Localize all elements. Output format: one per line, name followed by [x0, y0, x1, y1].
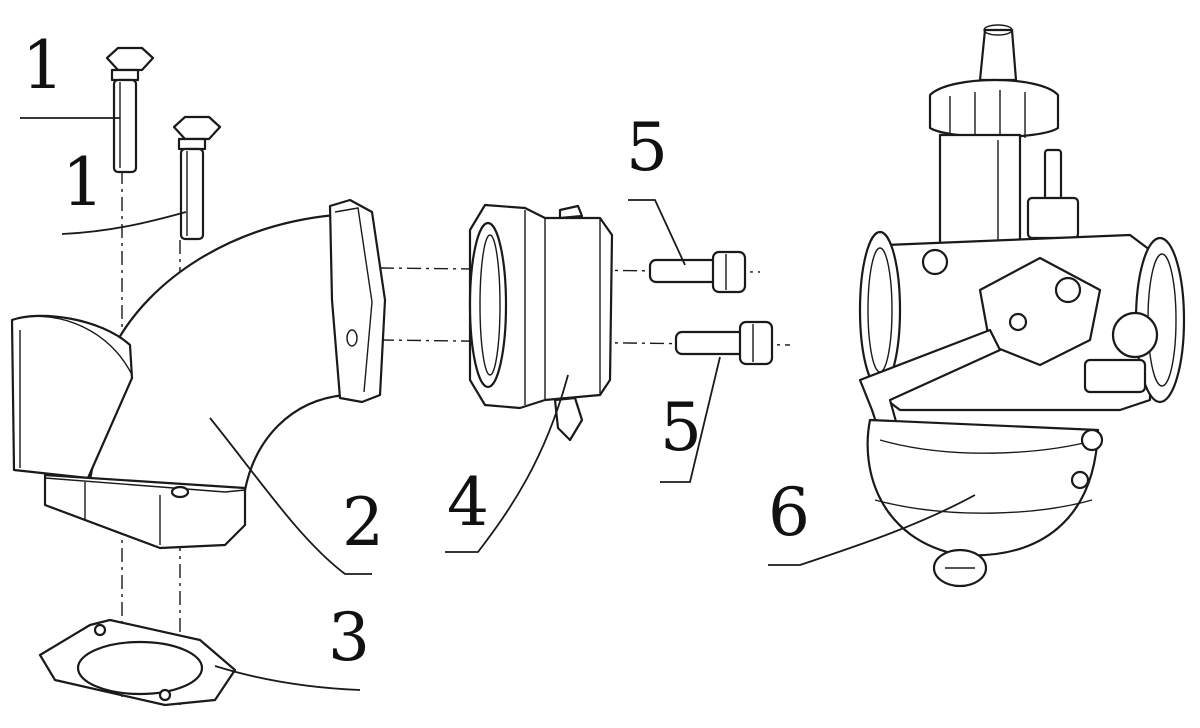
callout-5-upper: 5	[626, 109, 668, 186]
gasket	[38, 618, 237, 707]
callout-5-lower: 5	[660, 389, 702, 466]
leader-lines	[20, 117, 976, 691]
callout-2: 2	[342, 484, 384, 561]
insulator-joint	[468, 203, 614, 442]
screw-lower	[674, 320, 774, 366]
carburetor	[858, 24, 1186, 588]
screw-upper	[648, 250, 747, 294]
callout-1-upper: 1	[22, 27, 64, 104]
callout-1-lower: 1	[62, 144, 104, 221]
intake-manifold	[10, 198, 387, 550]
bolt-upper	[105, 46, 155, 174]
callout-3: 3	[328, 599, 370, 676]
callout-labels: 1 1 2 3 4 5 5 6	[22, 27, 810, 676]
callout-4: 4	[447, 464, 489, 541]
bolt-lower	[172, 115, 222, 241]
callout-6: 6	[768, 474, 810, 551]
